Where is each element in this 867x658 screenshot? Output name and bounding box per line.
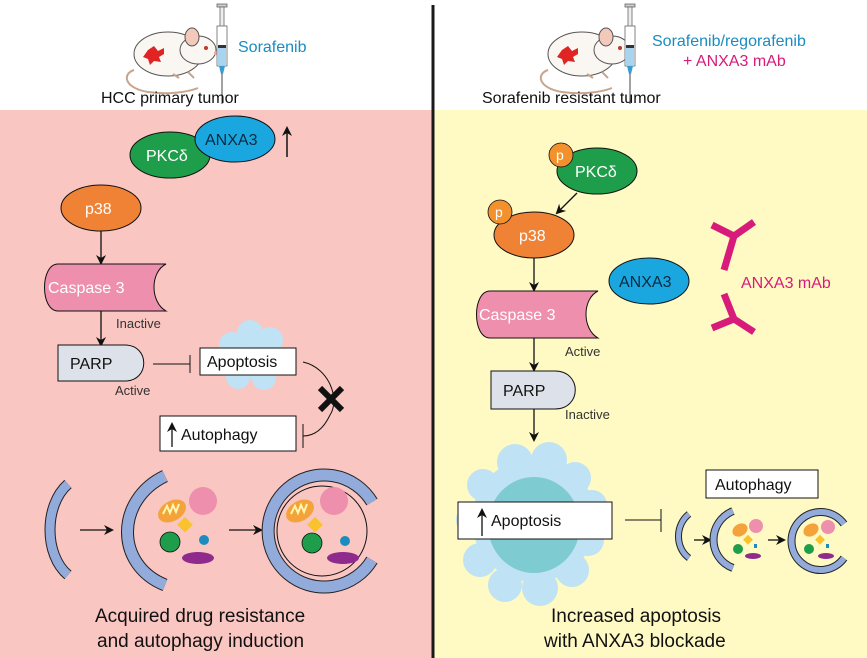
parp-state-label: Active [115, 383, 150, 398]
phospho-p38-icon: p [487, 199, 513, 225]
right-mab-label: + ANXA3 mAb [683, 53, 786, 70]
right-caption-line2: with ANXA3 blockade [543, 631, 726, 652]
parp-node: PARP [490, 370, 576, 410]
phospho-pkc-icon: p [548, 142, 574, 168]
syringe-icon [216, 3, 228, 104]
inhibit-parp-apoptosis [153, 355, 191, 373]
svg-text:PKCδ: PKCδ [575, 164, 617, 181]
svg-text:Apoptosis: Apoptosis [207, 354, 277, 371]
svg-text:Caspase 3: Caspase 3 [479, 307, 556, 324]
right-caption-line1: Increased apoptosis [551, 606, 721, 627]
autophagy-box: Autophagy [159, 415, 297, 452]
antibody-lower-icon [710, 292, 756, 335]
syringe-icon [624, 3, 636, 104]
autophagy-box: Autophagy [705, 469, 819, 499]
left-tumor-label: HCC primary tumor [101, 90, 239, 107]
phagophore-stage-2-icon [121, 470, 217, 592]
p38-node: p38 [60, 184, 142, 232]
mouse-icon [125, 27, 218, 95]
blocked-x-icon [317, 385, 345, 413]
svg-text:PKCδ: PKCδ [146, 148, 188, 165]
apoptosis-box: Apoptosis [199, 347, 297, 376]
blocked-link-curve [302, 361, 335, 437]
left-caption-line2: and autophagy induction [97, 631, 304, 652]
parp-state-label: Inactive [565, 407, 610, 422]
left-drug-label: Sorafenib [238, 39, 307, 56]
svg-text:Autophagy: Autophagy [715, 477, 792, 494]
svg-text:p38: p38 [519, 228, 546, 245]
pkc-node: PKCδ [129, 131, 211, 179]
svg-text:Caspase 3: Caspase 3 [48, 280, 125, 297]
mouse-icon [539, 27, 632, 95]
right-tumor-label: Sorafenib resistant tumor [482, 90, 661, 107]
svg-text:p: p [556, 147, 564, 163]
svg-text:p: p [495, 204, 503, 220]
svg-text:Autophagy: Autophagy [181, 427, 258, 444]
svg-text:PARP: PARP [503, 383, 545, 400]
mab-label: ANXA3 mAb [741, 275, 831, 292]
phagophore-stage-1-icon [675, 511, 692, 561]
phagophore-stage-1-icon [44, 479, 72, 580]
caspase3-state-label: Inactive [116, 316, 161, 331]
autophagosome-stage-3-icon [787, 508, 848, 574]
p38-node: p38 [493, 211, 575, 259]
pkc-node: PKCδ [556, 147, 638, 195]
svg-text:p38: p38 [85, 201, 112, 218]
caspase3-state-label: Active [565, 344, 600, 359]
arrow-pkc-to-p38 [555, 192, 578, 215]
inhibit-apoptosis-autophagy [625, 509, 662, 532]
caspase3-node: Caspase 3 [44, 263, 168, 312]
svg-text:ANXA3: ANXA3 [619, 274, 672, 291]
parp-node: PARP [57, 344, 145, 382]
left-caption-line1: Acquired drug resistance [95, 606, 305, 627]
svg-text:PARP: PARP [70, 356, 112, 373]
svg-text:Apoptosis: Apoptosis [491, 513, 561, 530]
antibody-upper-icon [710, 219, 757, 271]
right-drug-label: Sorafenib/regorafenib [652, 33, 806, 50]
autophagosome-stage-3-icon [261, 468, 378, 594]
svg-text:ANXA3: ANXA3 [205, 132, 258, 149]
anxa3-node: ANXA3 [194, 115, 276, 163]
anxa3-node: ANXA3 [608, 257, 690, 305]
phagophore-stage-2-icon [709, 507, 763, 572]
apoptosis-box: Apoptosis [457, 501, 613, 540]
caspase3-node: Caspase 3 [476, 290, 600, 339]
